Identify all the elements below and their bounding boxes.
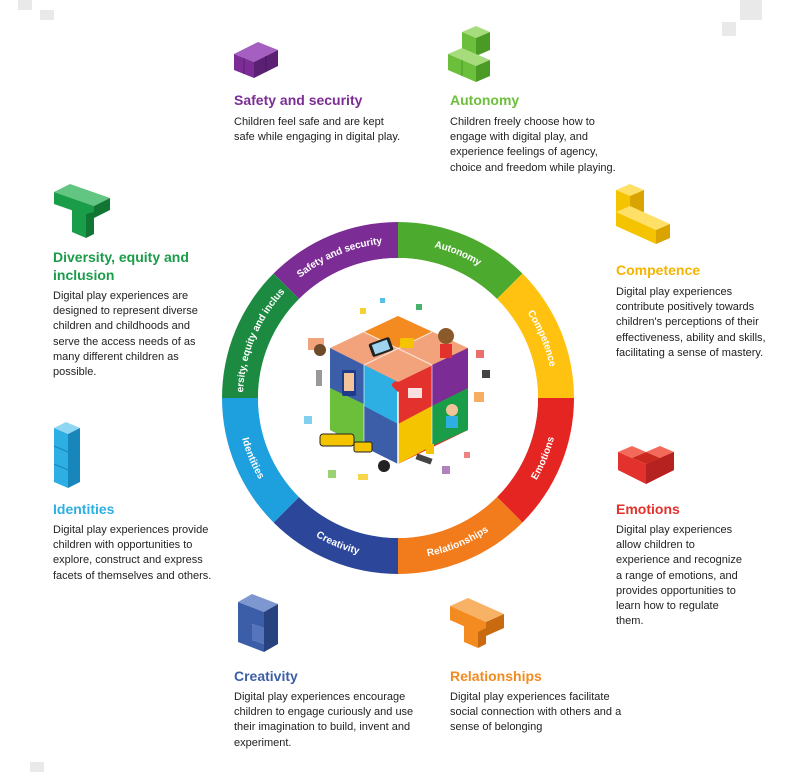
- relationships-description: Digital play experiences facilitate soci…: [450, 691, 622, 734]
- wheel-segment-autonomy: [398, 222, 523, 300]
- orange-t-block-icon: [446, 596, 508, 657]
- safety-description: Children feel safe and are kept safe whi…: [234, 116, 401, 144]
- wheel-segment-relationships: [398, 496, 523, 574]
- corner-decoration-top-right: [740, 0, 762, 20]
- creativity-title: Creativity: [234, 668, 298, 684]
- wheel-segment-safety: [273, 222, 398, 300]
- corner-decoration-top-right: [722, 22, 736, 36]
- wheel-segment-competence: [496, 273, 574, 398]
- green-stair-block-icon: [446, 24, 494, 89]
- competence-title: Competence: [616, 262, 701, 278]
- diversity-title: Diversity, equity and inclusion: [53, 249, 189, 283]
- competence-description: Digital play experiences contribute posi…: [616, 286, 766, 359]
- autonomy-description: Children freely choose how to engage wit…: [450, 116, 616, 174]
- identities-title: Identities: [53, 501, 115, 517]
- cube-illustration: [304, 298, 490, 480]
- wheel-segment-identities: [222, 398, 300, 523]
- safety-title: Safety and security: [234, 92, 363, 108]
- emotions-description: Digital play experiences allow children …: [616, 524, 742, 628]
- autonomy-title: Autonomy: [450, 92, 520, 108]
- blue-c-block-icon: [234, 590, 282, 659]
- identities-description: Digital play experiences provide childre…: [53, 524, 212, 582]
- relationships-title: Relationships: [450, 668, 542, 684]
- red-u-block-icon: [616, 440, 678, 491]
- yellow-l-block-icon: [612, 182, 674, 251]
- green-t-block-icon: [52, 180, 112, 245]
- diversity-description: Digital play experiences are designed to…: [53, 290, 198, 379]
- corner-decoration-top-left: [40, 10, 54, 20]
- corner-decoration-top-left: [18, 0, 32, 10]
- purple-block-icon: [234, 38, 280, 85]
- emotions-title: Emotions: [616, 501, 680, 517]
- wheel-segment-emotions: [496, 398, 574, 523]
- creativity-description: Digital play experiences encourage child…: [234, 691, 414, 749]
- wheel-segment-creativity: [273, 496, 398, 574]
- corner-decoration-bottom-left: [30, 762, 44, 772]
- wheel-segment-diversity: [222, 273, 300, 398]
- light-blue-tower-block-icon: [52, 420, 86, 495]
